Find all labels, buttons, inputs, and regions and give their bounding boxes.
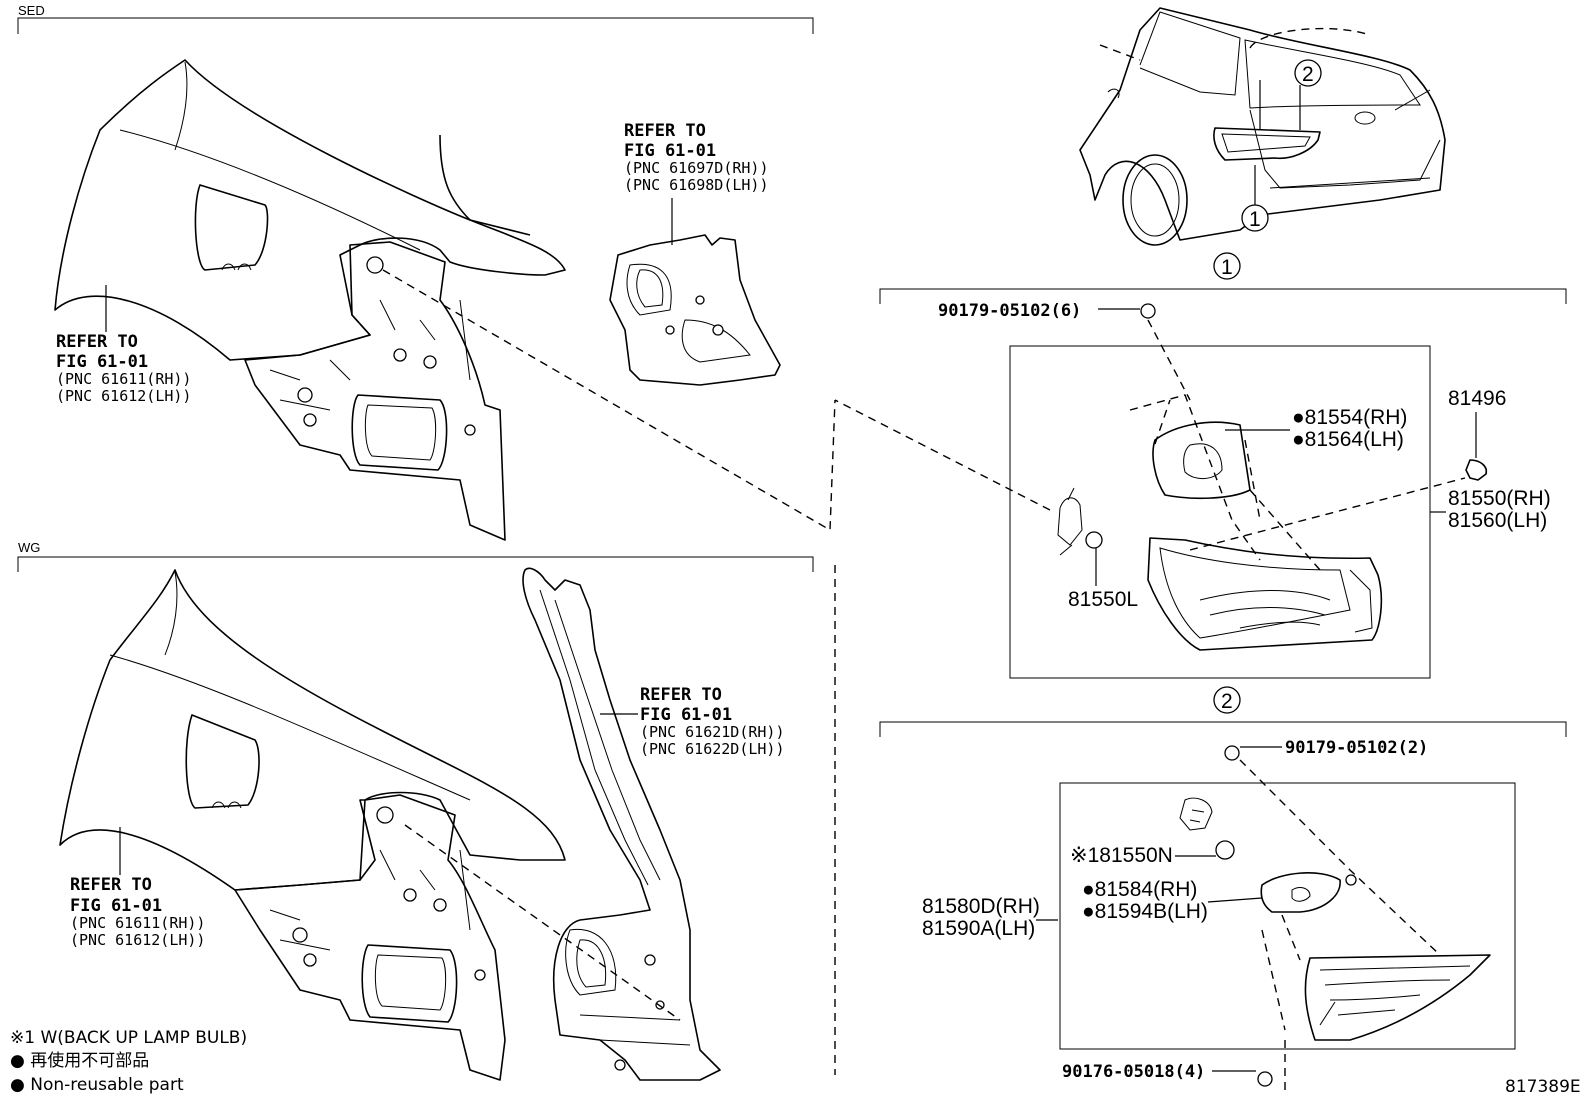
- part-number-lh: 81560(LH): [1448, 509, 1547, 532]
- part-number-lh: ●81564(LH): [1292, 428, 1404, 451]
- refer-line-4: (PNC 61612(LH)): [70, 931, 205, 949]
- section-1-bracket: [879, 288, 1567, 304]
- refer-label-wg-left: REFER TO FIG 61-01 (PNC 61611(RH)) (PNC …: [70, 827, 205, 949]
- callout-2-section: 2: [1213, 686, 1241, 714]
- part-label-lamp: 81550(RH) 81560(LH): [1430, 487, 1551, 532]
- refer-line-1: REFER TO: [56, 332, 138, 352]
- refer-line-2: FIG 61-01: [640, 705, 732, 725]
- part-number-rh: ●81554(RH): [1292, 406, 1407, 429]
- refer-label-wg-right: REFER TO FIG 61-01 (PNC 61621D(RH)) (PNC…: [600, 685, 785, 758]
- section-1-frame: [1009, 345, 1431, 679]
- refer-line-3: (PNC 61611(RH)): [70, 914, 205, 932]
- sed-quarter-panel-drawing: [54, 59, 566, 541]
- part-label-socket: 81550L: [1068, 548, 1138, 611]
- refer-line-4: (PNC 61622D(LH)): [640, 740, 785, 758]
- part-number: 90179-05102(6): [938, 301, 1081, 321]
- legend-nonreusable-jp: ● 再使用不可部品: [10, 1050, 149, 1071]
- refer-line-4: (PNC 61612(LH)): [56, 387, 191, 405]
- figure-id: 817389E: [1505, 1077, 1581, 1097]
- callout-1-vehicle: 1: [1241, 204, 1269, 232]
- part-number-rh: 81550(RH): [1448, 487, 1551, 510]
- part-label-nut-mid: 90179-05102(2): [1240, 738, 1428, 758]
- section-sed-label: SED: [18, 3, 45, 18]
- part-label-gasket-2: ●81584(RH) ●81594B(LH): [1082, 878, 1263, 923]
- part-label-socket-n: ※181550N: [1070, 844, 1216, 867]
- legend-nonreusable-en: ● Non-reusable part: [10, 1075, 184, 1095]
- section-2-frame: [1059, 782, 1516, 1050]
- refer-line-4: (PNC 61698D(LH)): [624, 176, 769, 194]
- refer-line-1: REFER TO: [70, 875, 152, 895]
- callout-1-section-label: 1: [1221, 256, 1233, 279]
- refer-line-3: (PNC 61621D(RH)): [640, 723, 785, 741]
- section-wg-header: WG: [17, 540, 814, 572]
- callout-2-vehicle: 2: [1294, 59, 1322, 130]
- part-number-rh: ●81584(RH): [1082, 878, 1197, 901]
- callout-1-section: 1: [1213, 252, 1241, 280]
- refer-line-2: FIG 61-01: [56, 352, 148, 372]
- outer-lamp-drawing: [1057, 303, 1488, 651]
- wg-pillar-drawing: [522, 567, 721, 1081]
- refer-line-2: FIG 61-01: [624, 141, 716, 161]
- refer-line-2: FIG 61-01: [70, 896, 162, 916]
- legend-note-1: ※1 W(BACK UP LAMP BULB): [10, 1028, 247, 1048]
- refer-line-1: REFER TO: [640, 685, 722, 705]
- part-label-nut-bottom: 90176-05018(4): [1062, 1062, 1256, 1082]
- part-label-lamp-2: 81580D(RH) 81590A(LH): [922, 895, 1058, 940]
- refer-line-3: (PNC 61697D(RH)): [624, 159, 769, 177]
- refer-line-3: (PNC 61611(RH)): [56, 370, 191, 388]
- wg-quarter-panel-drawing: [59, 569, 566, 1081]
- refer-line-1: REFER TO: [624, 121, 706, 141]
- part-number-lh: 81590A(LH): [922, 917, 1035, 940]
- sed-reinforcement-drawing: [609, 234, 781, 386]
- section-wg-label: WG: [18, 540, 40, 555]
- part-number: 81550L: [1068, 588, 1138, 611]
- part-number: 90176-05018(4): [1062, 1062, 1205, 1082]
- part-number: ※181550N: [1070, 844, 1173, 867]
- part-label-gasket: ●81554(RH) ●81564(LH): [1225, 406, 1407, 451]
- part-number: 90179-05102(2): [1285, 738, 1428, 758]
- part-number: 81496: [1448, 387, 1506, 410]
- inner-lamp-drawing: [1179, 745, 1491, 1095]
- refer-label-sed-top: REFER TO FIG 61-01 (PNC 61697D(RH)) (PNC…: [624, 121, 769, 245]
- part-label-clip: 81496: [1448, 387, 1506, 458]
- part-number-rh: 81580D(RH): [922, 895, 1040, 918]
- callout-2-vehicle-label: 2: [1302, 63, 1314, 86]
- section-2-bracket: [879, 721, 1567, 737]
- part-label-nut-top: 90179-05102(6): [938, 301, 1140, 321]
- refer-label-sed-left: REFER TO FIG 61-01 (PNC 61611(RH)) (PNC …: [56, 285, 191, 405]
- vehicle-view-drawing: [1079, 7, 1446, 246]
- legend: ※1 W(BACK UP LAMP BULB) ● 再使用不可部品 ● Non-…: [10, 1028, 247, 1095]
- callout-2-section-label: 2: [1221, 690, 1233, 713]
- section-sed-header: SED: [17, 3, 814, 34]
- callout-1-vehicle-label: 1: [1249, 208, 1261, 231]
- part-number-lh: ●81594B(LH): [1082, 900, 1208, 923]
- lamp-to-panel-dashed-lines: [382, 269, 1051, 1075]
